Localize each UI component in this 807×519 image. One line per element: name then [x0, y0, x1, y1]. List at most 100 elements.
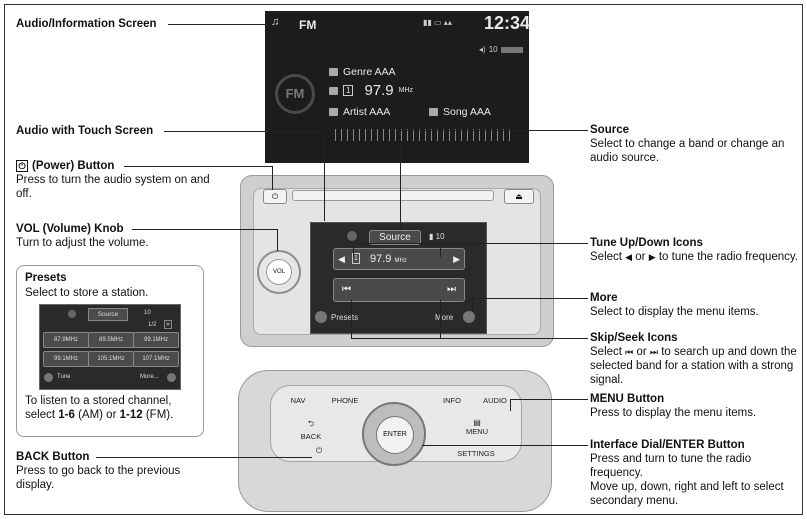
leader-source-h	[400, 130, 588, 131]
status-icons: ▮▮ ▭ ▴▴	[423, 18, 452, 27]
preset-icon	[329, 86, 338, 95]
frequency-unit: MHz	[398, 87, 414, 94]
callout-tune-title: Tune Up/Down Icons	[590, 237, 703, 249]
callout-back-button: BACK Button Press to go back to the prev…	[16, 450, 216, 492]
menu-button[interactable]: ▤ MENU	[462, 418, 492, 436]
source-button[interactable]: Source	[369, 230, 421, 245]
speaker-icon: ◂)	[479, 45, 486, 54]
phone-button[interactable]: PHONE	[331, 396, 359, 405]
callout-audio-info-screen-title: Audio/Information Screen	[16, 18, 157, 30]
tune-down-glyph-icon: ◀	[625, 252, 633, 262]
callout-tune-desc-pre: Select	[590, 251, 626, 263]
audio-information-screen: ♫ FM ▮▮ ▭ ▴▴ 12:34 ◂) 10 FM Genre AAA 1 …	[265, 11, 531, 163]
volume-bar	[500, 46, 523, 53]
presets-fm-range: 1-12	[119, 409, 143, 421]
vol-label: VOL	[272, 269, 285, 275]
callout-more-desc: Select to display the menu items.	[590, 306, 759, 318]
leader-audio-info-screen	[168, 24, 268, 25]
presets-am-range: 1-6	[58, 409, 75, 421]
callout-tune-or: or	[632, 251, 649, 263]
power-button[interactable]: ⏻	[263, 189, 287, 204]
volume-value: 10	[488, 45, 498, 54]
presets-tune-icon[interactable]	[44, 373, 53, 382]
callout-tune-desc: Select ◀ or ▶ to tune the radio frequenc…	[590, 250, 800, 264]
frequency-row: 1 97.9 MHz	[329, 82, 413, 99]
vol-knob-center: VOL	[266, 259, 292, 285]
nav-button[interactable]: NAV	[290, 396, 306, 405]
preset-cell-6[interactable]: 107.1MHz	[133, 351, 179, 367]
callout-power-button-desc: Press to turn the audio system on and of…	[16, 174, 210, 200]
callout-source-desc: Select to change a band or change an aud…	[590, 138, 785, 164]
presets-source[interactable]: Source	[88, 308, 128, 321]
genre-icon	[329, 68, 338, 76]
presets-button-icon[interactable]	[315, 311, 327, 323]
leader-power-h	[124, 166, 272, 167]
clock: 12:34	[484, 13, 531, 33]
settings-button[interactable]: SETTINGS	[457, 449, 495, 458]
back-arrow-icon: ⮌	[307, 419, 315, 428]
presets-tune-label[interactable]: Tune	[57, 374, 71, 380]
presets-note-pre: To listen to a stored channel, select	[25, 395, 172, 421]
presets-button-label[interactable]: Presets	[331, 313, 359, 322]
eject-icon: ⏏	[515, 192, 523, 201]
skip-back-glyph-icon: ⏮	[625, 347, 634, 357]
ts-frequency-value: 97.9	[370, 253, 392, 265]
presets-more-icon[interactable]	[167, 373, 176, 382]
back-button-label: BACK	[300, 432, 322, 441]
audio-button[interactable]: AUDIO	[483, 396, 507, 405]
volume-readout: ◂) 10	[479, 45, 523, 54]
presets-more-label[interactable]: More...	[140, 374, 159, 380]
source-button-label: Source	[379, 232, 411, 243]
presets-mic-icon	[68, 310, 76, 318]
cd-slot	[292, 190, 494, 201]
callout-back-button-desc: Press to go back to the previous display…	[16, 465, 181, 491]
presets-inset: Presets Select to store a station. Sourc…	[16, 265, 204, 437]
seek-down-icon[interactable]: ⏮	[342, 284, 351, 295]
more-button-icon[interactable]	[463, 311, 475, 323]
artist-icon	[329, 108, 338, 116]
tune-up-icon[interactable]: ▶	[453, 254, 460, 264]
menu-button-label: MENU	[465, 427, 489, 436]
leader-tune-h	[353, 243, 588, 244]
callout-power-button-title-row: ⏻ (Power) Button	[16, 159, 216, 173]
presets-next-page-icon[interactable]: »	[164, 320, 172, 329]
callout-skip-desc: Select ⏮ or ⏭ to search up and down the …	[590, 345, 800, 387]
more-button-label[interactable]: More	[435, 313, 454, 322]
skip-forward-glyph-icon: ⏭	[649, 347, 659, 357]
tune-down-icon[interactable]: ◀	[338, 254, 345, 264]
audio-touch-screen: Source ▮ 10 ◀ 1 97.9 MHz ▶ ⏮ ⏭ Presets M…	[310, 222, 487, 334]
preset-cell-1[interactable]: 87.9MHz	[43, 332, 89, 348]
eject-button[interactable]: ⏏	[504, 189, 534, 204]
callout-skip: Skip/Seek Icons Select ⏮ or ⏭ to search …	[590, 331, 800, 387]
presets-volume: 10	[144, 310, 151, 316]
callout-dial: Interface Dial/ENTER Button Press and tu…	[590, 438, 800, 508]
callout-back-button-title: BACK Button	[16, 451, 90, 463]
back-button[interactable]: ⮌ BACK	[296, 418, 326, 441]
preset-cell-4[interactable]: 99.1MHz	[43, 351, 89, 367]
callout-source: Source Select to change a band or change…	[590, 123, 800, 165]
callout-menu-button-desc: Press to display the menu items.	[590, 407, 757, 419]
callout-dial-desc1: Press and turn to tune the radio frequen…	[590, 453, 752, 479]
callout-menu-button-title: MENU Button	[590, 393, 665, 405]
genre-row: Genre AAA	[329, 66, 396, 78]
vol-knob[interactable]: VOL	[257, 250, 301, 294]
interface-dial[interactable]: ENTER	[362, 402, 426, 466]
callout-source-title: Source	[590, 124, 629, 136]
leader-skip-v2	[440, 300, 441, 338]
info-button[interactable]: INFO	[443, 396, 461, 405]
enter-button[interactable]: ENTER	[376, 416, 414, 454]
callout-menu-button: MENU Button Press to display the menu it…	[590, 392, 800, 420]
presets-fm-label: (FM).	[142, 409, 174, 421]
mic-icon	[347, 231, 357, 241]
song-icon	[429, 108, 438, 116]
leader-menu-h	[510, 399, 588, 400]
ts-preset-number: 1	[352, 253, 360, 264]
preset-cell-2[interactable]: 89.5MHz	[88, 332, 134, 348]
seek-up-icon[interactable]: ⏭	[447, 284, 456, 295]
power-volume-knob[interactable]: ⏻	[315, 446, 323, 455]
leader-menu-v	[510, 399, 511, 411]
callout-more-title: More	[590, 292, 618, 304]
preset-cell-5[interactable]: 105.1MHz	[88, 351, 134, 367]
callout-audio-touch-screen-title: Audio with Touch Screen	[16, 125, 154, 137]
preset-cell-3[interactable]: 99.1MHz	[133, 332, 179, 348]
